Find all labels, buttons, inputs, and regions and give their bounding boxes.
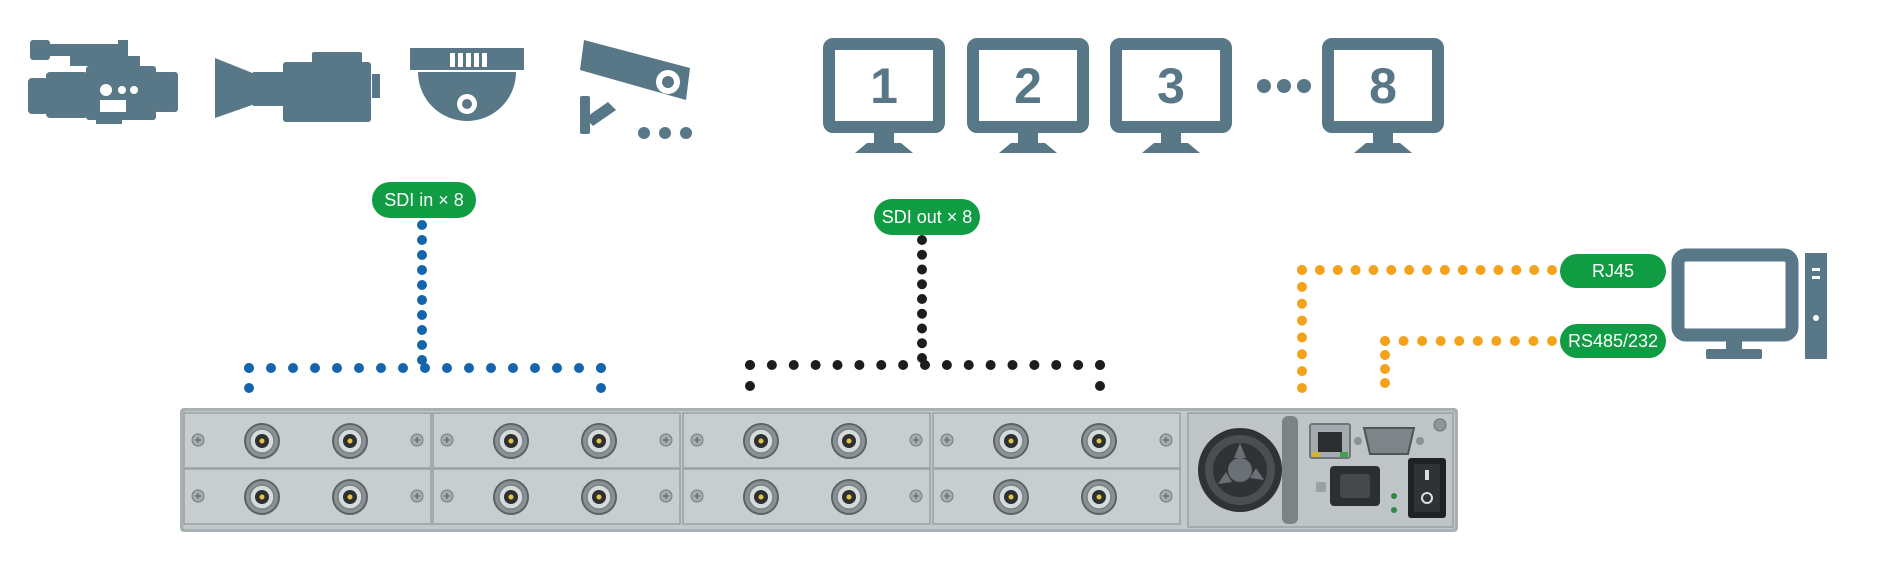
bnc-connector: [244, 479, 280, 515]
monitor-icon: 2: [967, 38, 1089, 153]
sdi-in-horizontal-line: [244, 363, 606, 373]
power-inlet: [1316, 466, 1380, 506]
monitor-icon: 8: [1322, 38, 1444, 153]
rj45-label: RJ45: [1592, 261, 1634, 281]
sdi-module-panel: [932, 468, 1181, 525]
rs485-horizontal-line: [1380, 336, 1557, 346]
sdi-module-panel: [183, 412, 432, 469]
monitor-number: 8: [1369, 58, 1397, 114]
bnc-connector: [332, 479, 368, 515]
rj45-horizontal-line: [1297, 265, 1557, 275]
sdi-in-badge: SDI in × 8: [372, 182, 476, 218]
sources-ellipsis: [638, 127, 692, 139]
monitor-icon: 3: [1110, 38, 1232, 153]
sdi-out-left-drop: [745, 360, 755, 391]
monitor-icon: 1: [823, 38, 945, 153]
bnc-connector: [493, 479, 529, 515]
monitors: 1 2 3 8: [823, 38, 1444, 153]
sdi-module-panel: [682, 468, 931, 525]
sdi-module-panel: [682, 412, 931, 469]
sdi-in-left-drop: [244, 363, 254, 393]
rj45-vertical-line: [1297, 265, 1307, 393]
bnc-connector: [743, 479, 779, 515]
sdi-modules: [183, 412, 1181, 525]
sdi-in-vertical-line: [417, 220, 427, 365]
sdi-in-right-drop: [596, 363, 606, 393]
security-camera-icon: [580, 40, 690, 134]
rs485-vertical-line: [1380, 336, 1390, 388]
sdi-out-right-drop: [1095, 360, 1105, 391]
monitor-number: 2: [1014, 58, 1042, 114]
bnc-connector: [332, 423, 368, 459]
bnc-connector: [1081, 423, 1117, 459]
rs485-label: RS485/232: [1568, 331, 1658, 351]
bnc-connector: [831, 423, 867, 459]
computer-icon: [1671, 248, 1827, 359]
broadcast-camera-icon: [215, 52, 380, 122]
bnc-connector: [581, 479, 617, 515]
sdi-module-panel: [432, 468, 681, 525]
sdi-in-label: SDI in × 8: [384, 190, 464, 210]
monitor-number: 3: [1157, 58, 1185, 114]
bnc-connector: [743, 423, 779, 459]
bnc-connector: [493, 423, 529, 459]
sdi-out-horizontal-line: [745, 360, 1105, 370]
rj45-badge: RJ45: [1560, 254, 1666, 288]
sdi-module-panel: [932, 412, 1181, 469]
dome-camera-icon: [410, 48, 524, 121]
rs232-port: [1354, 427, 1424, 455]
power-switch: [1408, 458, 1446, 518]
rack-chassis: [180, 408, 1458, 532]
bnc-connector: [1081, 479, 1117, 515]
bnc-connector: [831, 479, 867, 515]
connection-lines: [244, 220, 1557, 393]
rj45-port: [1309, 423, 1351, 459]
sdi-out-badge: SDI out × 8: [874, 199, 980, 235]
sdi-out-label: SDI out × 8: [882, 207, 973, 227]
bnc-connector: [993, 479, 1029, 515]
camcorder-icon: [28, 40, 178, 124]
bnc-connector: [581, 423, 617, 459]
fan-icon: [1198, 428, 1282, 512]
rs485-badge: RS485/232: [1560, 324, 1666, 358]
sdi-out-vertical-line: [917, 235, 927, 363]
bnc-connector: [244, 423, 280, 459]
bnc-connector: [993, 423, 1029, 459]
sdi-module-panel: [183, 468, 432, 525]
sdi-module-panel: [432, 412, 681, 469]
power-module: [1187, 412, 1454, 528]
monitors-ellipsis: [1257, 79, 1311, 93]
monitor-number: 1: [870, 58, 898, 114]
